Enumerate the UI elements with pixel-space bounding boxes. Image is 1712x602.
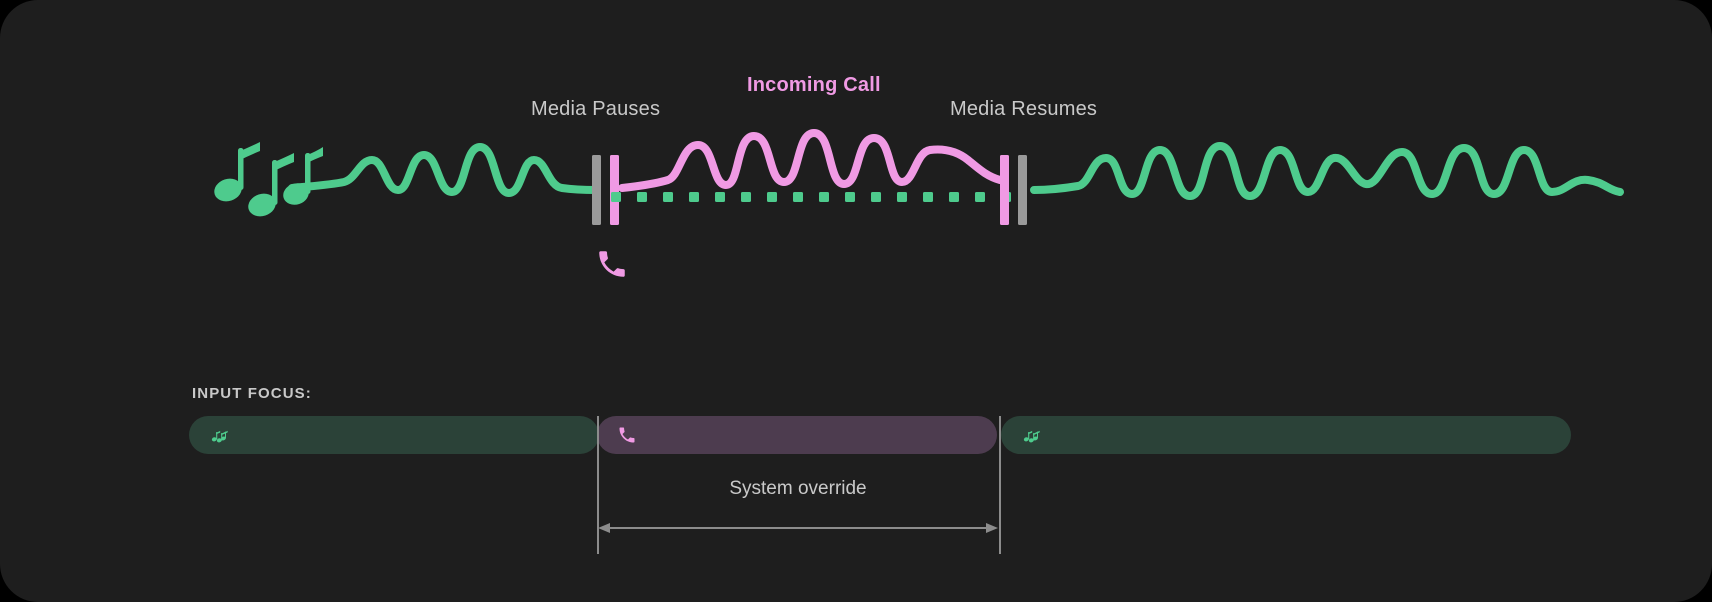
timeline-section: Media Pauses Incoming Call Media Resumes bbox=[214, 74, 1624, 286]
waveform-media-after bbox=[1030, 142, 1624, 200]
label-media-pauses: Media Pauses bbox=[531, 98, 661, 120]
resume-marker-pink bbox=[1000, 155, 1009, 225]
input-focus-section: INPUT FOCUS: bbox=[0, 330, 1712, 602]
muted-dotted-track bbox=[611, 192, 1011, 202]
override-guide-left bbox=[597, 416, 599, 554]
label-incoming-call: Incoming Call bbox=[747, 74, 881, 96]
pause-marker-pink bbox=[610, 155, 619, 225]
pause-marker-gray bbox=[592, 155, 601, 225]
phone-icon bbox=[617, 425, 637, 445]
override-span-arrow bbox=[598, 523, 998, 533]
music-notes-icon bbox=[214, 142, 323, 217]
waveform-media-before bbox=[288, 143, 600, 197]
focus-bar-call[interactable] bbox=[597, 416, 997, 454]
timeline-graphic bbox=[214, 129, 1624, 225]
music-notes-icon bbox=[1021, 425, 1041, 445]
resume-marker-gray bbox=[1018, 155, 1027, 225]
music-notes-icon bbox=[209, 425, 229, 445]
override-guide-right bbox=[999, 416, 1001, 554]
waveform-call bbox=[618, 129, 1004, 192]
phone-icon bbox=[595, 247, 629, 286]
input-focus-title: INPUT FOCUS: bbox=[192, 385, 312, 402]
system-override-label: System override bbox=[729, 478, 867, 499]
label-media-resumes: Media Resumes bbox=[950, 98, 1098, 120]
focus-bar-media-after[interactable] bbox=[1001, 416, 1571, 454]
focus-bar-media-before[interactable] bbox=[189, 416, 599, 454]
